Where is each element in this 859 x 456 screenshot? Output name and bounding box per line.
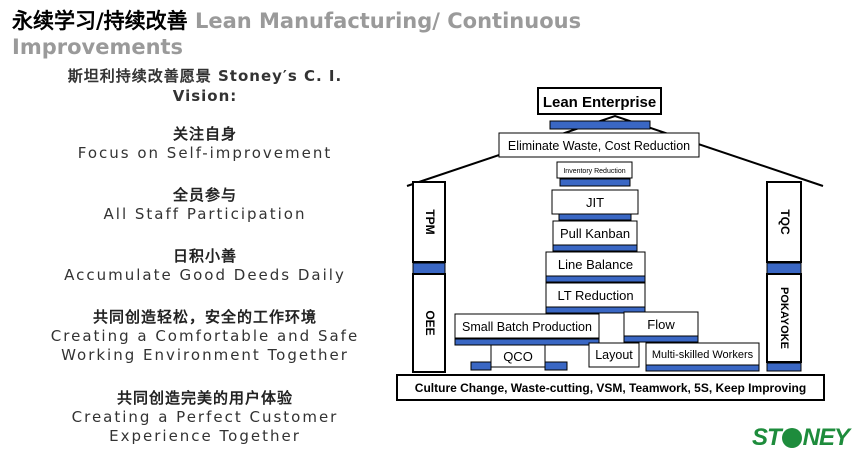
- lt-reduction-label: LT Reduction: [557, 288, 633, 303]
- pokayoke-label: POKAYOKE: [778, 287, 790, 349]
- qco-box: [490, 344, 546, 368]
- left-pillar-top: [412, 181, 446, 263]
- vision-item-1: 关注自身 Focus on Self-improvement: [40, 124, 370, 163]
- blue-bar: [766, 362, 802, 372]
- logo-text-b: NEY: [802, 424, 850, 451]
- logo-circle-icon: [781, 428, 802, 448]
- blue-bar: [552, 244, 638, 252]
- flow-box: [623, 311, 699, 337]
- blue-bar: [545, 306, 646, 314]
- line-balance-box: [545, 251, 646, 277]
- vision-item-en: Creating a Comfortable and Safe Working …: [50, 327, 360, 364]
- title-english: Lean Manufacturing/ Continuous Improveme…: [12, 9, 582, 59]
- vision-item-zh: 全员参与: [172, 186, 237, 204]
- left-pillar-bottom: [412, 273, 446, 373]
- stoney-logo: ST NEY: [752, 424, 852, 454]
- vision-heading: 斯坦利持续改善愿景 Stoney′s C. I. Vision:: [67, 67, 343, 105]
- vision-item-3: 日积小善 Accumulate Good Deeds Daily: [40, 246, 370, 285]
- lean-enterprise-box: [537, 87, 662, 115]
- flow-label: Flow: [647, 317, 675, 332]
- blue-bar: [470, 361, 492, 371]
- blue-bar: [623, 335, 699, 343]
- vision-item-en: All Staff Participation: [103, 205, 307, 223]
- page-title: 永续学习/持续改善 Lean Manufacturing/ Continuous…: [12, 8, 612, 60]
- tqc-label: TQC: [778, 209, 792, 235]
- layout-label: Layout: [595, 348, 633, 362]
- vision-item-zh: 关注自身: [172, 125, 237, 143]
- vision-item-en: Accumulate Good Deeds Daily: [64, 266, 346, 284]
- pull-kanban-label: Pull Kanban: [560, 226, 630, 241]
- vision-item-5: 共同创造完美的用户体验 Creating a Perfect Customer …: [40, 388, 370, 446]
- lean-house-diagram: Lean Enterprise Eliminate Waste, Cost Re…: [396, 87, 825, 401]
- sub-goal-box: [556, 161, 633, 179]
- roof-outline: [406, 114, 824, 187]
- logo-text-a: ST: [752, 424, 782, 451]
- blue-bar: [549, 120, 651, 130]
- blue-bar: [559, 178, 631, 187]
- jit-label: JIT: [586, 195, 604, 210]
- tpm-label: TPM: [423, 209, 437, 234]
- lt-reduction-box: [545, 282, 646, 308]
- vision-item-zh: 共同创造完美的用户体验: [116, 389, 293, 407]
- vision-item-zh: 日积小善: [172, 247, 237, 265]
- blue-bar: [545, 275, 646, 283]
- foundation-box: [396, 374, 825, 401]
- right-pillar-bottom: [766, 273, 802, 363]
- sub-goal-label: Inventory Reduction: [563, 168, 625, 175]
- blue-bar: [412, 262, 446, 275]
- vision-item-en: Focus on Self-improvement: [77, 144, 333, 162]
- blue-bar: [645, 364, 760, 372]
- goal-label: Eliminate Waste, Cost Reduction: [508, 139, 690, 153]
- right-pillar-top: [766, 181, 802, 263]
- vision-item-4: 共同创造轻松，安全的工作环境 Creating a Comfortable an…: [40, 307, 370, 365]
- blue-bar: [454, 338, 600, 346]
- vision-item-2: 全员参与 All Staff Participation: [40, 185, 370, 224]
- blue-bar: [558, 213, 632, 221]
- qco-label: QCO: [503, 349, 533, 364]
- oee-label: OEE: [423, 310, 437, 335]
- title-chinese: 永续学习/持续改善: [12, 9, 188, 33]
- layout-box: [588, 342, 640, 368]
- vision-item-zh: 共同创造轻松，安全的工作环境: [92, 308, 317, 326]
- small-batch-box: [454, 313, 600, 339]
- foundation-label: Culture Change, Waste-cutting, VSM, Team…: [415, 381, 806, 395]
- vision-item-en: Creating a Perfect Customer Experience T…: [71, 408, 339, 445]
- multi-skilled-label: Multi-skilled Workers: [652, 349, 754, 361]
- pull-kanban-box: [552, 220, 638, 246]
- lean-enterprise-label: Lean Enterprise: [543, 94, 656, 111]
- blue-bar: [544, 361, 568, 371]
- blue-bar: [766, 262, 802, 275]
- goal-box: [498, 132, 700, 158]
- small-batch-label: Small Batch Production: [462, 320, 592, 334]
- line-balance-label: Line Balance: [558, 257, 633, 272]
